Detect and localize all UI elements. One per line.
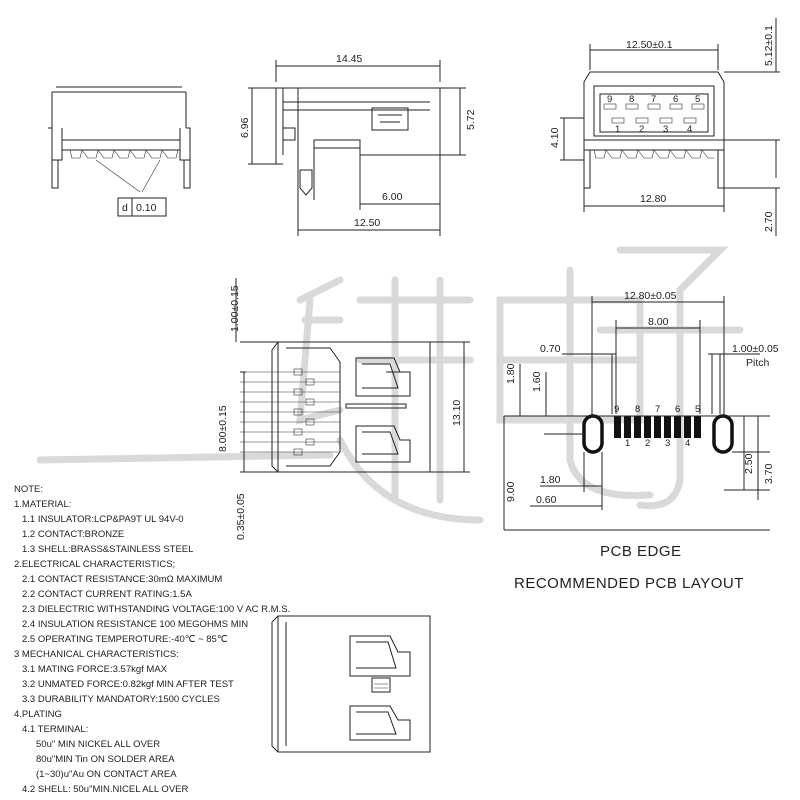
dim-slot-h2: 3.70: [763, 463, 775, 484]
dim-foot-span: 12.80: [640, 193, 666, 205]
dim-pcb-pins: 8.00: [648, 316, 669, 328]
note-16: 4.1 TERMINAL:: [22, 724, 88, 735]
pin-num-pcb-7: 7: [655, 404, 660, 415]
note-11: 3 MECHANICAL CHARACTERISTICS:: [14, 649, 179, 660]
note-17: 50u" MIN NICKEL ALL OVER: [36, 739, 160, 750]
pin-num-front-7: 7: [651, 94, 656, 105]
slot-left: [582, 414, 604, 454]
pin-num-front-4: 4: [687, 124, 692, 135]
dim-body-height: 5.12±0.1: [763, 25, 775, 66]
pitch-label: Pitch: [746, 357, 770, 369]
pin-num-pcb-4: 4: [685, 438, 690, 449]
dim-total-length: 12.50: [354, 217, 380, 229]
dim-pad-h1: 1.80: [505, 363, 517, 384]
note-3: 1.2 CONTACT:BRONZE: [22, 529, 124, 540]
pin-num-pcb-3: 3: [665, 438, 670, 449]
dim-pcb-span: 12.80±0.05: [624, 290, 677, 302]
dim-side-height: 6.96: [239, 117, 251, 138]
pcb-edge-label: PCB EDGE: [600, 543, 682, 560]
side-view-left: d 0.10: [48, 86, 191, 217]
note-10: 2.5 OPERATING TEMPEROTURE:-40℃ ~ 85℃: [22, 634, 228, 645]
bottom-view: [271, 615, 431, 753]
note-9: 2.4 INSULATION RESISTANCE 100 MEGOHMS MI…: [22, 619, 248, 630]
note-18: 80u"MIN Tin ON SOLDER AREA: [36, 754, 175, 765]
side-view-center: 14.45 6.96 5.72 6.00 12.50: [239, 53, 477, 236]
dim-foot-length: 6.00: [382, 191, 403, 203]
note-20: 4.2 SHELL: 50u"MIN.NICEL ALL OVER: [22, 784, 188, 795]
slot-right: [712, 414, 734, 454]
pin-num-front-9: 9: [607, 94, 612, 105]
note-1: 1.MATERIAL:: [14, 499, 71, 510]
dim-foot-depth: 2.70: [763, 211, 775, 232]
pin-num-pcb-2: 2: [645, 438, 650, 449]
notes-block: NOTE: 1.MATERIAL: 1.1 INSULATOR:LCP&PA9T…: [14, 484, 290, 795]
pcb-pads: [614, 416, 701, 438]
dim-pad-w: 0.70: [540, 343, 561, 355]
dim-body-len: 13.10: [451, 400, 463, 426]
note-15: 4.PLATING: [14, 709, 62, 720]
note-6: 2.1 CONTACT RESISTANCE:30mΩ MAXIMUM: [22, 574, 222, 585]
dim-edge-dist: 9.00: [505, 481, 517, 502]
pin-num-pcb-9: 9: [614, 404, 619, 415]
pin-num-front-1: 1: [615, 124, 620, 135]
note-14: 3.3 DURABILITY MANDATORY:1500 CYCLES: [22, 694, 220, 705]
front-pins-bottom: [611, 117, 697, 124]
dim-shell-inner-height: 4.10: [549, 127, 561, 148]
dim-slot-w2: 0.60: [536, 494, 557, 506]
dim-top-width: 14.45: [336, 53, 362, 65]
note-2: 1.1 INSULATOR:LCP&PA9T UL 94V-0: [22, 514, 184, 525]
top-view: 1.00±0.15 8.00±0.15 0.35±0.05 13.10: [217, 278, 470, 540]
pin-num-front-6: 6: [673, 94, 678, 105]
dim-slot-w: 1.80: [540, 474, 561, 486]
dim-pin-end: 0.35±0.05: [235, 493, 247, 540]
flatness-box: [117, 197, 167, 217]
dim-right-height: 5.72: [465, 109, 477, 130]
pin-num-front-2: 2: [639, 124, 644, 135]
front-view: 12.50±0.1 9 8 7 6 5 1 2 3 4 5.12±0.1: [549, 18, 780, 236]
pin-num-pcb-5: 5: [695, 404, 700, 415]
note-0: NOTE:: [14, 484, 43, 495]
dim-body-width: 12.50±0.1: [626, 39, 673, 51]
note-5: 2.ELECTRICAL CHARACTERISTICS;: [14, 559, 175, 570]
flatness-symbol: d: [122, 202, 128, 214]
flatness-value: 0.10: [136, 202, 157, 214]
pcb-layout-title: RECOMMENDED PCB LAYOUT: [514, 575, 744, 592]
pcb-layout: 12.80±0.05 8.00 0.70 1.00±0.05 Pitch 9 1…: [503, 290, 779, 592]
front-pins-top: [603, 103, 705, 110]
dim-pin-offset: 1.00±0.15: [229, 285, 241, 332]
note-4: 1.3 SHELL:BRASS&STAINLESS STEEL: [22, 544, 193, 555]
note-13: 3.2 UNMATED FORCE:0.82kgf MIN AFTER TEST: [22, 679, 234, 690]
pin-num-pcb-8: 8: [635, 404, 640, 415]
pin-num-front-3: 3: [663, 124, 668, 135]
pin-num-pcb-6: 6: [675, 404, 680, 415]
pin-num-front-5: 5: [695, 94, 700, 105]
note-12: 3.1 MATING FORCE:3.57kgf MAX: [22, 664, 168, 675]
dim-pin-span: 8.00±0.15: [217, 405, 229, 452]
note-8: 2.3 DIELECTRIC WITHSTANDING VOLTAGE:100 …: [22, 604, 290, 615]
dim-slot-h: 2.50: [743, 453, 755, 474]
top-pin-traces: [240, 368, 340, 456]
note-19: (1~30)u"Au ON CONTACT AREA: [36, 769, 177, 780]
dim-pad-h2: 1.60: [531, 371, 543, 392]
pin-num-front-8: 8: [629, 94, 634, 105]
dim-pitch: 1.00±0.05: [732, 343, 779, 355]
pin-num-pcb-1: 1: [625, 438, 630, 449]
watermark: [36, 246, 744, 524]
note-7: 2.2 CONTACT CURRENT RATING:1.5A: [22, 589, 192, 600]
